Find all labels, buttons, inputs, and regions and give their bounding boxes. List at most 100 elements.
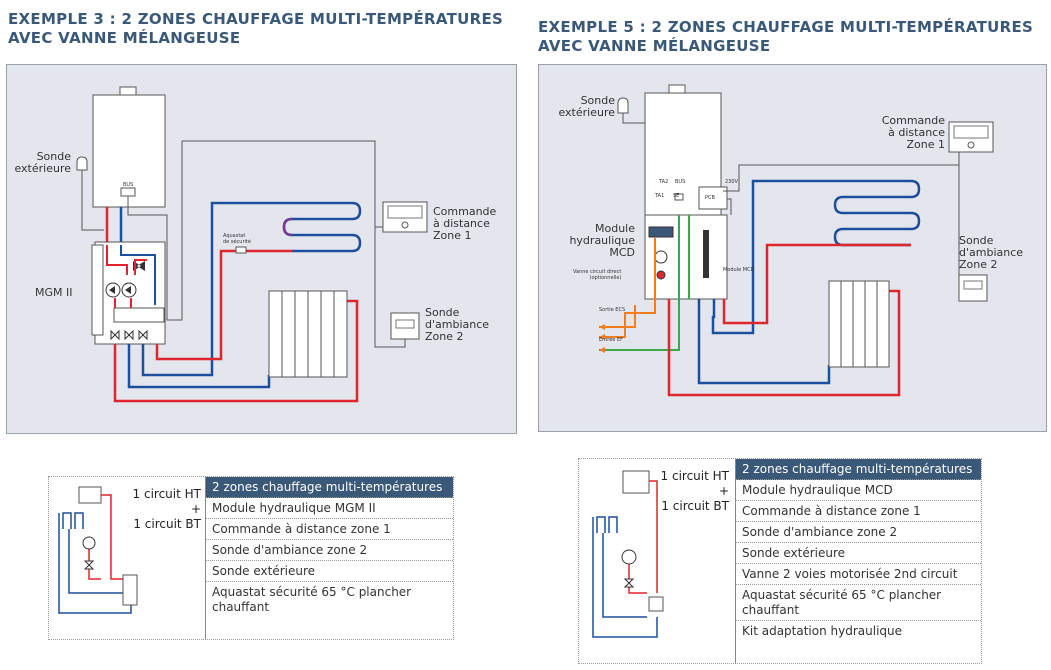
boiler-flue [668,84,686,94]
mini-radiator-icon [622,470,650,494]
right-legend-row: Kit adaptation hydraulique [742,624,903,638]
left-sonde-amb-label: Sonde d'ambiance Zone 2 [425,306,490,343]
right-ta2-label: TA2 [659,179,669,185]
remote-control-screen [387,205,423,219]
remote-control-knob [967,141,975,149]
floor-heating-supply [722,243,911,325]
room-sensor-screen [395,319,415,329]
left-legend-row: Sonde d'ambiance zone 2 [206,540,453,561]
remote-control-knob [401,221,409,229]
pump-arrows [109,286,131,294]
left-mgm-label: MGM II [35,286,73,299]
outdoor-sensor-icon [617,97,629,114]
right-sonde-amb-label: Sonde d'ambiance Zone 2 [959,234,1024,271]
mgm-bottle [91,244,104,336]
pcb-box [698,186,728,210]
left-legend-row: Commande à distance zone 1 [206,519,453,540]
dhw-outlet-pipe [599,237,656,338]
left-circuit-ht: 1 circuit HT [132,487,201,501]
right-circuit-plus: + [718,484,729,498]
mini-floor-loop [62,512,84,529]
left-legend-row: Module hydraulique MGM II [206,498,453,519]
right-pcb-label: PCB [705,195,715,201]
right-legend-row-header: 2 zones chauffage multi-températures [736,459,981,480]
mini-valve-icon [83,560,95,570]
dhw-outlet-pipe-2 [599,305,636,328]
left-bus-label: BUS [123,182,134,188]
right-legend-row: Module hydraulique MCD [736,480,981,501]
flow-arrows [599,324,605,353]
left-legend-row: Aquastat sécurité 65 °C plancher chauffa… [212,585,412,614]
right-circuit-labels: 1 circuit HT + 1 circuit BT [639,469,729,514]
floor-heating-mid [282,217,293,237]
boiler-flue [119,86,137,96]
radiator-hot-pipe [667,289,901,397]
left-title-line1: EXEMPLE 3 : 2 ZONES CHAUFFAGE MULTI-TEMP… [8,10,504,28]
right-legend-row: Sonde extérieure [736,543,981,564]
cold-inlet-pipe [599,215,680,351]
left-commande-label: Commande à distance Zone 1 [433,205,497,242]
left-legend-schematic [58,486,138,614]
right-230v-label: 230V [725,179,738,185]
left-legend-box: 1 circuit HT + 1 circuit BT 2 zones chau… [48,476,454,640]
radiator-return-pipe [697,299,831,385]
left-circuit-bt: 1 circuit BT [133,517,201,531]
mgm-pump-outlets [114,298,132,308]
mini-supply-pipes [628,480,658,594]
right-module-label: Module hydraulique MCD [569,222,635,259]
remote-control-screen [953,125,989,139]
left-circuit-plus: + [190,502,201,516]
radiator-hot-pipe [113,299,359,403]
right-legend-schematic [592,470,664,638]
mgm-isolation-valves [110,329,148,341]
right-title-line1: EXEMPLE 5 : 2 ZONES CHAUFFAGE MULTI-TEMP… [538,18,1034,36]
right-legend-row: Vanne 2 voies motorisée 2nd circuit [736,564,981,585]
outdoor-sensor-wire [622,113,645,124]
radiator-return-pipe [127,344,271,389]
right-diagram-panel: Sonde extérieure Commande à distance Zon… [538,64,1047,432]
mgm-cold-internal [120,245,156,305]
left-title: EXEMPLE 3 : 2 ZONES CHAUFFAGE MULTI-TEMP… [8,10,503,48]
right-bus-label: BUS [675,179,686,185]
right-legend-rows: 2 zones chauffage multi-températures Mod… [735,459,981,663]
mgm-hot-internal-2 [134,259,147,275]
outdoor-sensor-wire [81,170,104,231]
mini-radiator-icon [78,486,102,504]
ta-terminal [674,193,684,201]
mgm-hot-internal [106,245,128,275]
mini-floor-loop [596,516,618,533]
right-legend-row: Commande à distance zone 1 [736,501,981,522]
mcd-collector [648,226,674,238]
mgm-collector [113,307,165,323]
radiator-icon [268,290,348,378]
mcd-manifold [703,230,709,278]
mini-pump-icon [82,536,96,550]
right-ta1-label: TA1 [655,193,665,199]
floor-heating-loop [711,179,921,335]
right-title: EXEMPLE 5 : 2 ZONES CHAUFFAGE MULTI-TEMP… [538,18,1033,56]
right-sonde-ext-label: Sonde extérieure [558,94,615,119]
left-aquastat-label: Aquastat de sécurité [223,233,251,245]
left-legend-row-header: 2 zones chauffage multi-températures [206,477,453,498]
bus-cable [127,140,385,321]
mini-pump-icon [621,549,637,565]
room-sensor-screen [963,280,983,290]
right-diagram-drawing [599,84,994,397]
mcd-valve-icon [656,270,666,280]
230v-cable [727,198,732,215]
left-title-line2: AVEC VANNE MÉLANGEUSE [8,29,241,47]
right-se-label: SE [673,193,680,199]
mini-valve-icon [623,578,635,588]
bus-cable [723,147,960,192]
mcd-pump-icon [654,250,668,264]
right-legend-box: 1 circuit HT + 1 circuit BT 2 zones chau… [578,458,982,664]
right-vanne-label: Vanne circuit direct (optionnelle) [573,269,622,281]
right-entree-label: Entrée EF [599,337,624,343]
right-module-mcd-label: Module MCD [723,267,755,273]
boiler-bus-terminal [120,187,136,197]
room-sensor-wire [167,227,406,348]
right-circuit-ht: 1 circuit HT [660,469,729,483]
left-diagram-panel: Sonde extérieure MGM II Commande à dista… [6,64,517,434]
mini-supply-pipes [88,494,125,580]
left-diagram-drawing [76,86,428,403]
